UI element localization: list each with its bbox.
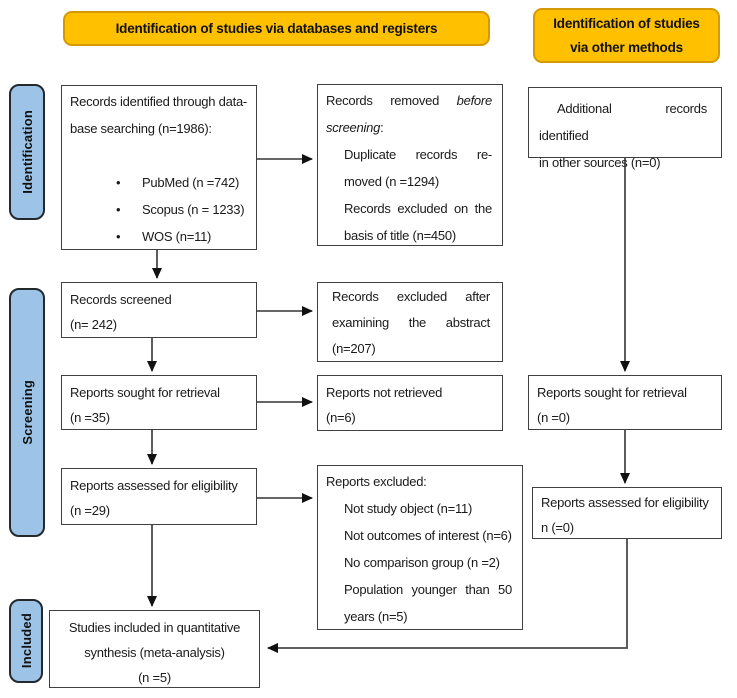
box-line: Studies included in quantitative — [68, 620, 241, 635]
bullet-text: PubMed (n =742) — [142, 175, 240, 190]
box-line: Reports not retrieved — [326, 385, 443, 400]
header-other-methods: Identification of studies via other meth… — [533, 8, 720, 63]
box-line: Population younger than 50 — [344, 582, 512, 597]
bullet-item: • WOS (n=11) — [116, 223, 248, 250]
bullet-icon: • — [116, 229, 121, 244]
box-reports-sought: Reports sought for retrieval (n =35) — [61, 375, 257, 430]
box-line: Records identified through data- — [70, 94, 248, 109]
stage-included: Included — [9, 599, 43, 683]
box-records-screened: Records screened (n= 242) — [61, 282, 257, 338]
box-line: basis of title (n=450) — [344, 228, 456, 243]
box-line: Reports sought for retrieval — [537, 385, 687, 400]
box-line: base searching (n=1986): — [70, 121, 212, 136]
box-spacer — [70, 142, 248, 169]
box-reports-assessed-other: Reports assessed for eligibility n (=0) — [532, 487, 722, 539]
stage-included-label: Included — [18, 613, 34, 669]
header-other-label-line2: via other methods — [570, 39, 683, 55]
box-line: Records removed before — [326, 87, 492, 114]
bullet-item: • Scopus (n = 1233) — [116, 196, 248, 223]
bullet-text: WOS (n=11) — [142, 229, 212, 244]
box-line: moved (n =1294) — [344, 174, 439, 189]
box-line: Additional records identified — [539, 101, 707, 143]
stage-screening: Screening — [9, 288, 45, 537]
box-line: Reports sought for retrieval — [70, 385, 220, 400]
box-line: examining the abstract — [332, 315, 490, 330]
box-records-identified: Records identified through data- base se… — [61, 85, 257, 250]
stage-identification: Identification — [9, 84, 45, 220]
box-text: Records removed — [326, 93, 440, 108]
box-line: Records excluded on the — [344, 201, 492, 216]
box-line: Not study object (n=11) — [344, 501, 473, 516]
box-studies-included: Studies included in quantitative synthes… — [49, 610, 260, 688]
box-line: Reports excluded: — [326, 474, 427, 489]
box-line: (n= 242) — [70, 317, 117, 332]
box-line: (n =0) — [537, 410, 570, 425]
bullet-icon: • — [116, 175, 121, 190]
box-reports-sought-other: Reports sought for retrieval (n =0) — [528, 375, 722, 430]
box-line: (n =29) — [70, 503, 110, 518]
box-reports-not-retrieved: Reports not retrieved (n=6) — [317, 375, 503, 431]
box-additional-records: Additional records identified in other s… — [528, 87, 722, 170]
bullet-text: Scopus (n = 1233) — [142, 202, 245, 217]
box-line: Reports assessed for eligibility — [541, 495, 709, 510]
stage-identification-label: Identification — [19, 110, 35, 194]
box-text-italic: before — [456, 93, 493, 108]
box-line: years (n=5) — [344, 609, 408, 624]
bullet-item: • PubMed (n =742) — [116, 169, 248, 196]
box-text: : — [380, 120, 384, 135]
box-line: Records screened — [70, 292, 172, 307]
box-line: Records excluded after — [332, 289, 490, 304]
box-line: synthesis (meta-analysis) — [84, 645, 225, 660]
box-line: n (=0) — [541, 520, 574, 535]
header-databases-registers: Identification of studies via databases … — [63, 11, 490, 46]
box-records-removed: Records removed before screening: Duplic… — [317, 84, 503, 246]
header-databases-label: Identification of studies via databases … — [115, 20, 438, 36]
box-reports-assessed: Reports assessed for eligibility (n =29) — [61, 468, 257, 525]
box-line: Not outcomes of interest (n=6) — [344, 528, 512, 543]
box-line: (n=6) — [326, 410, 356, 425]
box-text-italic: screening — [326, 120, 381, 135]
box-records-excluded-abstract: Records excluded after examining the abs… — [317, 282, 503, 362]
box-line: (n =5) — [138, 670, 171, 685]
box-line: Duplicate records re- — [344, 147, 492, 162]
box-line: (n =35) — [70, 410, 110, 425]
box-line: No comparison group (n =2) — [344, 555, 500, 570]
box-line: screening: — [326, 114, 492, 141]
bullet-icon: • — [116, 202, 121, 217]
box-line: (n=207) — [332, 341, 376, 356]
box-line: in other sources (n=0) — [539, 155, 661, 170]
box-line: Reports assessed for eligibility — [70, 478, 238, 493]
stage-screening-label: Screening — [19, 380, 35, 445]
header-other-label-line1: Identification of studies — [553, 15, 700, 31]
box-reports-excluded: Reports excluded: Not study object (n=11… — [317, 465, 523, 630]
